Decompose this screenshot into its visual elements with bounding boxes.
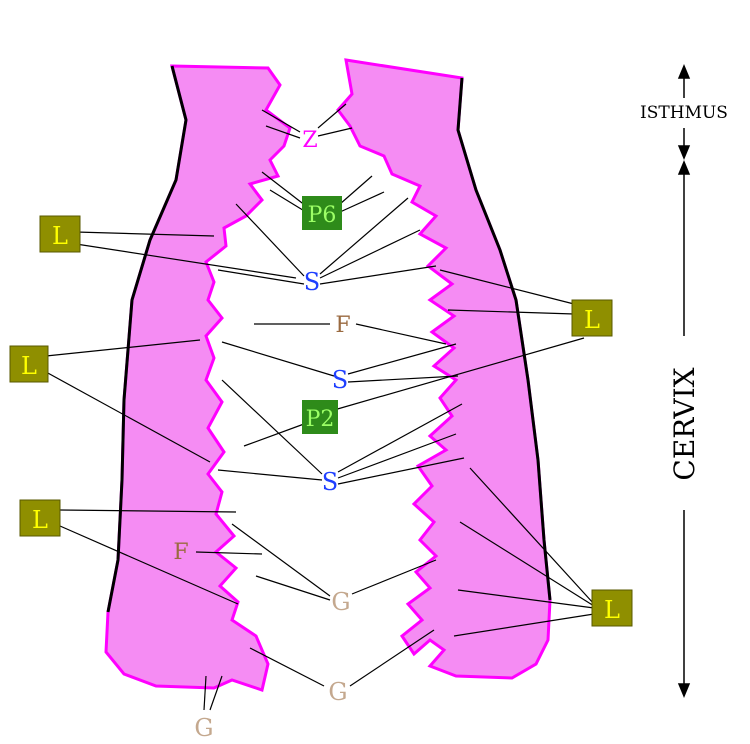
label-f-upper: F — [335, 313, 350, 338]
isthmus-label: ISTHMUS — [640, 103, 728, 123]
label-box-p2: P2 — [302, 400, 338, 434]
label-box-l-lower-left: L — [20, 500, 60, 536]
svg-text:L: L — [584, 306, 600, 334]
label-box-l-right-upper: L — [572, 300, 612, 336]
svg-text:P6: P6 — [308, 203, 337, 228]
right-tissue-wall — [338, 60, 550, 678]
label-s-middle: S — [332, 366, 348, 394]
svg-text:P2: P2 — [306, 407, 335, 432]
cervix-label: CERVIX — [668, 367, 701, 480]
label-g-middle: G — [331, 588, 350, 616]
label-g-bottom: G — [194, 714, 213, 742]
label-s-upper: S — [304, 268, 320, 296]
svg-text:L: L — [52, 222, 68, 250]
label-box-l-middle-left: L — [10, 346, 48, 382]
label-box-p6: P6 — [302, 196, 342, 230]
label-box-l-top-left: L — [40, 216, 80, 252]
svg-text:L: L — [32, 506, 48, 534]
label-box-l-bottom-right: L — [592, 590, 632, 626]
left-tissue-wall — [106, 66, 290, 690]
svg-text:L: L — [21, 352, 37, 380]
label-f-lower: F — [173, 540, 188, 565]
label-z: Z — [302, 128, 317, 153]
svg-text:L: L — [604, 596, 620, 624]
label-g-lower: G — [328, 678, 347, 706]
label-s-lower: S — [322, 468, 338, 496]
